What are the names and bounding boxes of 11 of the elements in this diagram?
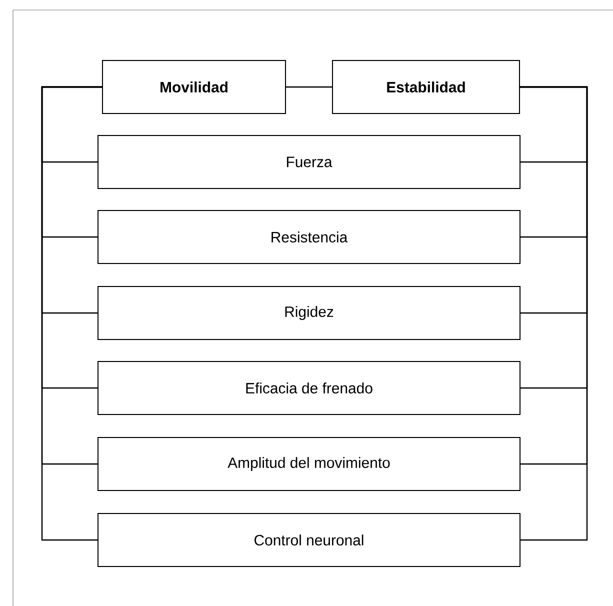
connector-line	[520, 86, 588, 541]
factor-box: Eficacia de frenado	[98, 361, 520, 415]
factor-box: Resistencia	[98, 210, 520, 264]
factor-box: Control neuronal	[98, 513, 520, 567]
factor-box: Rigidez	[98, 286, 520, 340]
connector-line	[41, 86, 102, 541]
connector-line	[286, 86, 332, 88]
category-box: Movilidad	[102, 60, 286, 114]
category-box: Estabilidad	[332, 60, 520, 114]
factor-box: Fuerza	[98, 135, 520, 189]
factor-box: Amplitud del movimiento	[98, 437, 520, 491]
